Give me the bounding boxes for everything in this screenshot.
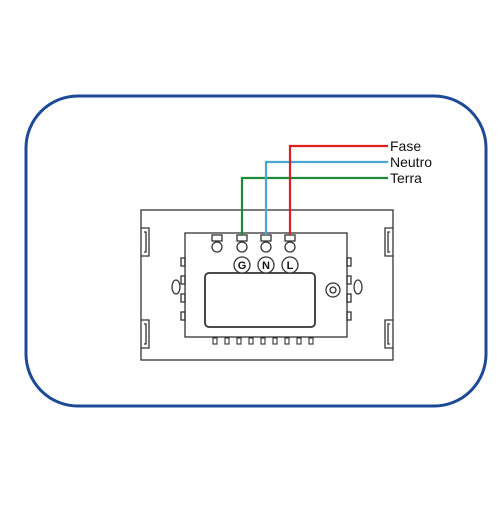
wire-label-neutro: Neutro [390,154,432,170]
terminal-markers: G N L [233,256,299,274]
wire-terra [240,176,388,235]
module-pins [212,337,314,345]
switch-module [180,232,352,338]
terminal-g: G [238,260,247,272]
wires [240,144,388,235]
wire-fase [288,144,388,235]
diagram-frame [24,94,488,408]
terminal-n: N [262,260,270,272]
wire-neutro [264,160,388,235]
terminal-block [211,234,296,253]
wire-label-fase: Fase [390,138,421,154]
terminal-l: L [287,260,294,272]
wire-label-terra: Terra [390,170,422,186]
